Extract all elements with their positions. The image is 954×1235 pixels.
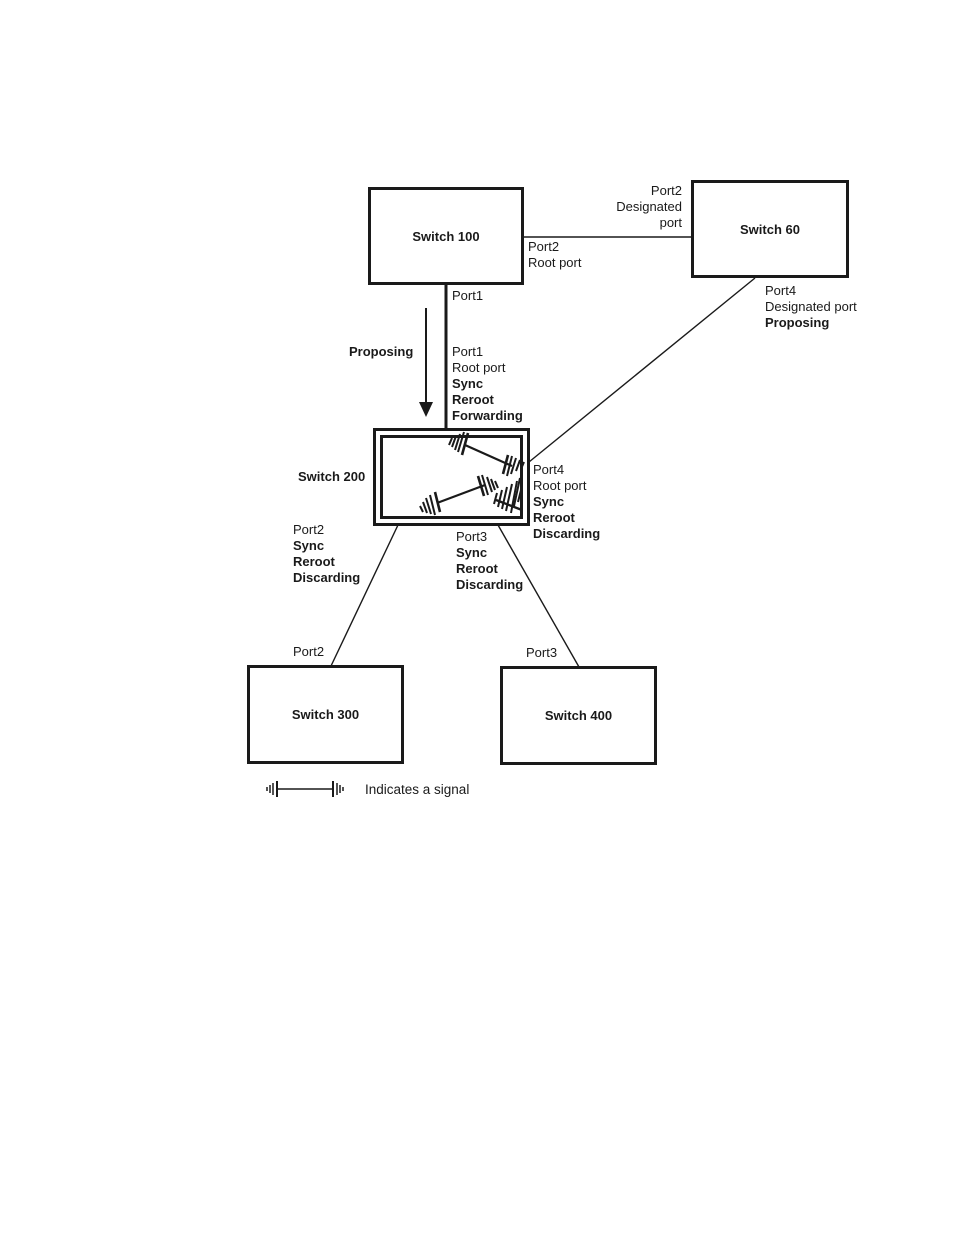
- legend-text: Indicates a signal: [365, 782, 470, 797]
- switch-200-label: Switch 200: [298, 469, 366, 484]
- link-200-400: [497, 524, 580, 668]
- s100-port1-label: Port1: [452, 288, 484, 303]
- s200-port3-label: Port3 Sync Reroot Discarding: [456, 529, 524, 592]
- switch-200-inner-border: [380, 435, 523, 519]
- switch-200: [373, 428, 530, 526]
- switch-400: Switch 400: [500, 666, 657, 765]
- s60-port4-label: Port4 Designated port Proposing: [765, 283, 857, 330]
- s100-port2-label: Port2 Root port: [528, 239, 582, 270]
- switch-300-label: Switch 300: [291, 707, 360, 722]
- switch-400-label: Switch 400: [544, 708, 613, 723]
- s400-port3-label: Port3: [526, 645, 558, 660]
- proposing-label: Proposing: [349, 344, 414, 359]
- switch-300: Switch 300: [247, 665, 404, 764]
- proposing-arrow-icon: [419, 308, 433, 417]
- s60-port2-label: Port2 Designated port: [616, 183, 682, 230]
- switch-100: Switch 100: [368, 187, 524, 285]
- s200-port4-label: Port4 Root port Sync Reroot Discarding: [533, 462, 601, 541]
- switch-100-label: Switch 100: [412, 228, 480, 244]
- switch-60-label: Switch 60: [740, 221, 800, 237]
- s200-port2-label: Port2 Sync Reroot Discarding: [293, 522, 361, 585]
- legend-signal-icon: [266, 781, 344, 797]
- link-60-200: [528, 277, 756, 463]
- switch-60: Switch 60: [691, 180, 849, 278]
- s200-port1-label: Port1 Root port Sync Reroot Forwarding: [452, 344, 523, 423]
- s300-port2-label: Port2: [293, 644, 325, 659]
- link-200-300: [330, 524, 399, 667]
